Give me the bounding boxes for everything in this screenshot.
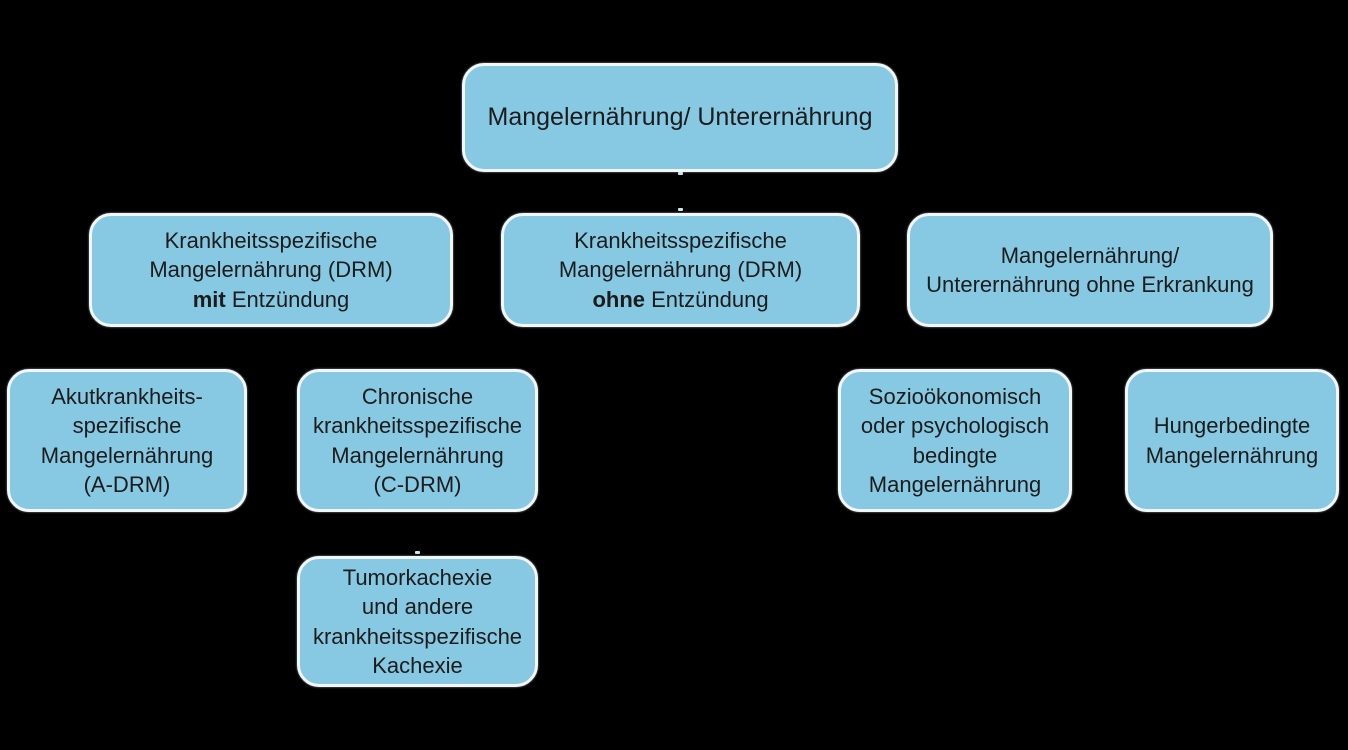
node-socioeconomic-malnutrition: Sozioökonomisch oder psychologisch bedin… bbox=[838, 369, 1072, 512]
node-label-line: Mangelernährung/ bbox=[1000, 242, 1180, 268]
node-acute-drm: Akutkrankheits- spezifische Mangelernähr… bbox=[7, 369, 247, 512]
node-label-line: bedingte bbox=[912, 442, 998, 468]
node-label-line: Krankheitsspezifische bbox=[574, 228, 787, 254]
node-malnutrition-without-disease: Mangelernährung/ Unterernährung ohne Erk… bbox=[907, 213, 1273, 327]
connector-nub bbox=[415, 551, 420, 554]
node-label-line: Mangelernährung (DRM) bbox=[558, 257, 803, 283]
node-label-line: Krankheitsspezifische bbox=[164, 228, 378, 254]
node-label-line: Tumorkachexie bbox=[342, 565, 493, 591]
node-label-line: Hungerbedingte bbox=[1153, 413, 1311, 439]
node-malnutrition-root: Mangelernährung/ Unterernährung bbox=[462, 63, 898, 172]
node-label-line: (C-DRM) bbox=[373, 471, 462, 497]
node-label-line: oder psychologisch bbox=[860, 413, 1050, 439]
node-drm-without-inflammation: Krankheitsspezifische Mangelernährung (D… bbox=[501, 213, 860, 327]
node-label-line: mit Entzündung bbox=[92, 285, 450, 314]
node-hunger-malnutrition: Hungerbedingte Mangelernährung bbox=[1125, 369, 1339, 512]
node-label: Mangelernährung/ Unterernährung bbox=[487, 103, 873, 131]
node-label-line: ohne Entzündung bbox=[504, 285, 857, 314]
node-label-line: krankheitsspezifische bbox=[312, 413, 523, 439]
node-label-line: (A-DRM) bbox=[83, 471, 171, 497]
label-rest: Entzündung bbox=[231, 286, 350, 312]
connector-nub bbox=[678, 208, 683, 211]
bold-keyword: ohne bbox=[592, 286, 645, 312]
label-rest: Entzündung bbox=[651, 286, 769, 312]
node-label-line: Unterernährung ohne Erkrankung bbox=[926, 272, 1254, 297]
node-label-line: krankheitsspezifische bbox=[312, 623, 523, 649]
node-label-line: Sozioökonomisch bbox=[868, 384, 1042, 410]
node-tumor-cachexia: Tumorkachexie und andere krankheitsspezi… bbox=[297, 556, 538, 687]
node-label-line: Mangelernährung bbox=[868, 471, 1042, 497]
node-label-line: spezifische bbox=[72, 413, 182, 439]
node-label-line: Mangelernährung bbox=[40, 442, 214, 468]
node-label-line: und andere bbox=[361, 594, 474, 620]
connector-nub bbox=[678, 172, 683, 175]
node-label-line: Chronische bbox=[361, 384, 474, 410]
node-label-line: Mangelernährung bbox=[331, 442, 504, 468]
node-label-line: Akutkrankheits- bbox=[51, 384, 203, 410]
node-label-line: Kachexie bbox=[372, 652, 463, 678]
node-chronic-drm: Chronische krankheitsspezifische Mangele… bbox=[297, 369, 538, 512]
node-label-line: Mangelernährung (DRM) bbox=[149, 257, 393, 283]
bold-keyword: mit bbox=[192, 286, 226, 312]
node-label-line: Mangelernährung bbox=[1145, 442, 1319, 468]
node-drm-with-inflammation: Krankheitsspezifische Mangelernährung (D… bbox=[89, 213, 453, 327]
